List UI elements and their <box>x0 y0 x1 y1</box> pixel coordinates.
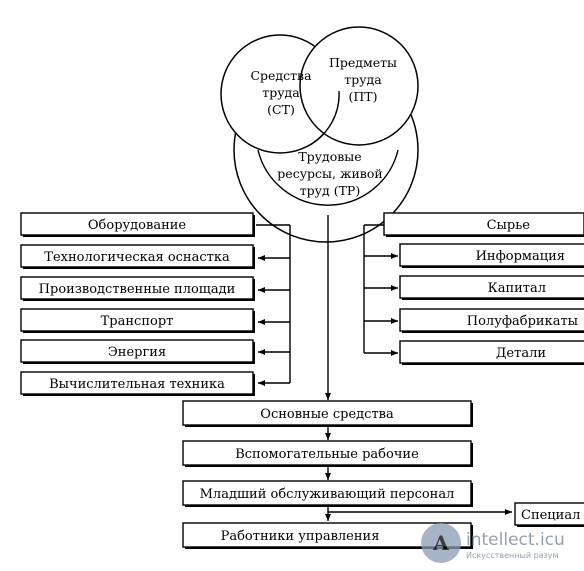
circle-tr-label: Трудовые ресурсы, живой труд (ТР) <box>277 149 382 198</box>
box-equipment: Оборудование <box>20 212 255 237</box>
box-semi-finished: Полуфабрикаты <box>399 308 584 333</box>
watermark-name: intellect.icu <box>466 530 565 550</box>
box-computing: Вычислительная техника <box>20 371 255 396</box>
svg-text:труда: труда <box>344 72 382 87</box>
watermark: A intellect.icu Искусственный разум <box>421 523 565 563</box>
box-junior-staff: Младший обслуживающий персонал <box>182 480 473 507</box>
circle-pt <box>299 26 419 146</box>
right-boxes: Сырье Информация Капитал Полуфабрикаты Д… <box>383 212 584 365</box>
svg-text:Вычислительная техника: Вычислительная техника <box>49 377 225 392</box>
svg-text:Вспомогательные рабочие: Вспомогательные рабочие <box>235 447 419 462</box>
svg-text:Средства: Средства <box>250 68 312 83</box>
svg-text:Основные средства: Основные средства <box>260 407 394 422</box>
circle-pt-label: Предметы труда (ПТ) <box>329 55 397 104</box>
svg-text:Капитал: Капитал <box>488 281 546 296</box>
connectors <box>256 215 512 521</box>
svg-text:Технологическая оснастка: Технологическая оснастка <box>44 250 230 265</box>
svg-text:труд (ТР): труд (ТР) <box>300 183 360 198</box>
svg-text:(ПТ): (ПТ) <box>349 89 378 104</box>
svg-text:Младший обслуживающий персонал: Младший обслуживающий персонал <box>200 487 455 502</box>
box-fixed-assets: Основные средства <box>182 400 473 427</box>
circle-st-label: Средства труда (СТ) <box>250 68 312 117</box>
box-energy: Энергия <box>20 339 255 364</box>
watermark-logo-icon <box>421 523 461 563</box>
box-information: Информация <box>399 243 584 268</box>
box-parts: Детали <box>399 340 584 365</box>
center-boxes: Основные средства Вспомогательные рабочи… <box>182 400 473 549</box>
svg-text:Работники управления: Работники управления <box>221 529 380 544</box>
svg-text:Полуфабрикаты: Полуфабрикаты <box>467 314 578 329</box>
left-boxes: Оборудование Технологическая оснастка Пр… <box>20 212 255 396</box>
box-raw-materials: Сырье <box>383 212 584 237</box>
svg-text:Сырье: Сырье <box>487 218 531 233</box>
svg-text:Информация: Информация <box>476 249 565 264</box>
svg-text:A: A <box>432 531 449 555</box>
box-transport: Транспорт <box>20 308 255 333</box>
box-production-areas: Производственные площади <box>20 276 255 301</box>
svg-text:Специал: Специал <box>521 508 580 523</box>
venn-circles <box>220 26 419 243</box>
svg-text:Трудовые: Трудовые <box>298 149 361 164</box>
svg-text:(СТ): (СТ) <box>267 102 295 117</box>
svg-text:Производственные площади: Производственные площади <box>39 282 236 297</box>
box-auxiliary-workers: Вспомогательные рабочие <box>182 440 473 467</box>
box-tech-tooling: Технологическая оснастка <box>20 244 255 269</box>
svg-text:Оборудование: Оборудование <box>88 218 187 233</box>
svg-text:Предметы: Предметы <box>329 55 397 70</box>
svg-text:Транспорт: Транспорт <box>101 314 174 329</box>
box-capital: Капитал <box>399 275 584 300</box>
svg-text:ресурсы, живой: ресурсы, живой <box>277 166 382 181</box>
svg-text:труда: труда <box>262 85 300 100</box>
box-specialists: Специал <box>514 502 584 527</box>
svg-text:Энергия: Энергия <box>108 345 166 360</box>
tr-inner-arc <box>257 149 399 206</box>
watermark-tagline: Искусственный разум <box>466 551 559 560</box>
svg-text:Детали: Детали <box>496 346 546 361</box>
